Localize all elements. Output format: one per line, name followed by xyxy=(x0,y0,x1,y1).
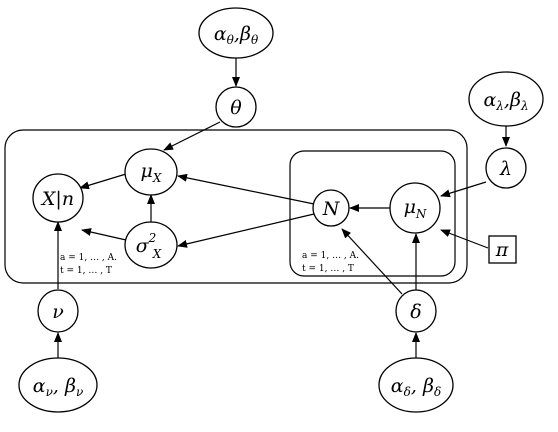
edge-pi-to-mu-n xyxy=(440,229,489,249)
node-pi: π xyxy=(488,235,517,264)
svg-text:αθ,βθ: αθ,βθ xyxy=(214,23,259,47)
svg-text:N: N xyxy=(322,198,341,220)
node-alpha-lambda-beta-lambda: αλ,βλ xyxy=(468,71,544,127)
node-x-given-n: X|n xyxy=(32,173,84,223)
outer-plate xyxy=(4,129,468,284)
svg-text:μX: μX xyxy=(141,160,162,185)
edge-delta-to-n xyxy=(341,228,403,295)
node-theta: θ xyxy=(215,86,257,128)
node-n: N xyxy=(312,189,350,227)
svg-text:X|n: X|n xyxy=(40,188,74,210)
edge-lambda-to-mu-n xyxy=(440,181,487,198)
node-mu-x: μX xyxy=(124,148,178,196)
outer-plate-label-line2: t = 1, … , T xyxy=(60,266,112,276)
node-alpha-theta-beta-theta: αθ,βθ xyxy=(198,7,274,59)
svg-text:δ: δ xyxy=(410,301,421,323)
svg-text:π: π xyxy=(495,239,509,261)
svg-text:X: X xyxy=(152,247,162,261)
node-alpha-delta-beta-delta: αδ, βδ xyxy=(378,357,454,413)
outer-plate-label-line1: a = 1, … , A. xyxy=(60,253,117,263)
edge-sigma-to-x-given-n xyxy=(81,228,127,241)
edge-theta-to-mu-x xyxy=(163,121,221,151)
node-nu: ν xyxy=(37,289,79,333)
svg-text:θ: θ xyxy=(230,97,242,119)
node-sigma-x-squared: σ2 X xyxy=(124,221,178,269)
inner-plate xyxy=(289,150,456,277)
inner-plate-label-line1: a = 1, … , A. xyxy=(302,251,359,261)
svg-text:μN: μN xyxy=(404,196,427,221)
svg-text:λ: λ xyxy=(499,158,512,180)
node-lambda: λ xyxy=(485,147,527,189)
node-mu-n: μN xyxy=(389,182,441,234)
svg-text:αδ, βδ: αδ, βδ xyxy=(391,375,441,399)
inner-plate-label-line2: t = 1, … , T xyxy=(302,264,354,274)
node-delta: δ xyxy=(395,289,437,333)
edge-mu-x-to-x-given-n xyxy=(79,173,127,190)
node-alpha-nu-beta-nu: αν, βν xyxy=(18,357,98,413)
svg-text:αλ,βλ: αλ,βλ xyxy=(483,89,528,113)
svg-text:ν: ν xyxy=(52,301,64,323)
svg-text:σ2: σ2 xyxy=(136,231,157,257)
svg-text:αν, βν: αν, βν xyxy=(33,375,84,399)
edge-n-to-mu-x xyxy=(177,173,315,205)
edge-n-to-sigma xyxy=(177,213,315,248)
